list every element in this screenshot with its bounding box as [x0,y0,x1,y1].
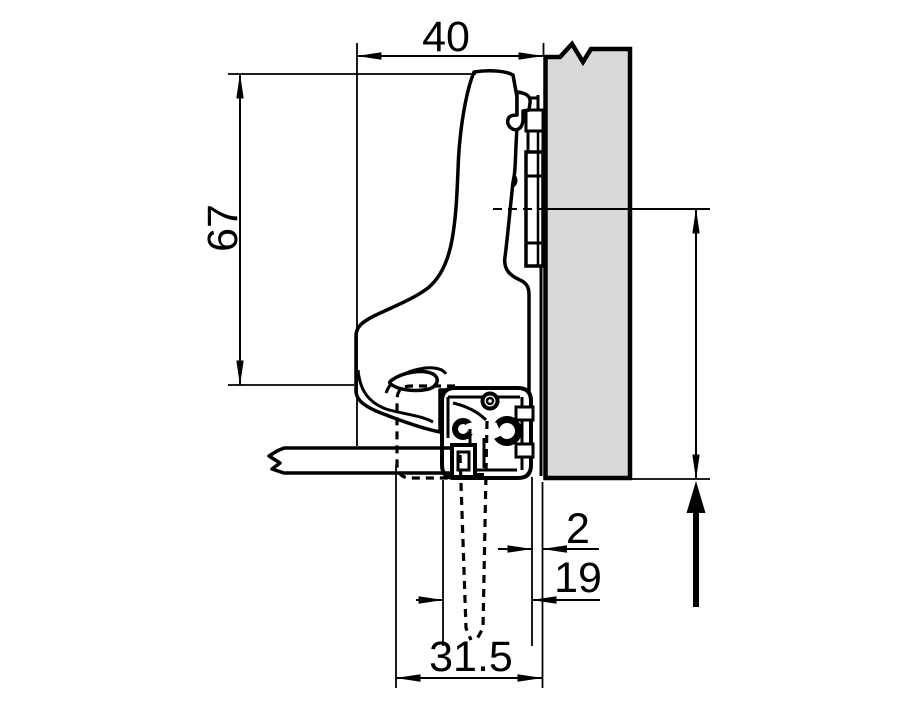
cup-left-wall-restroke [440,448,456,480]
drill-depth-line-left [458,454,473,641]
dimension-overlay-depth: 31.5 [395,465,544,688]
door-profile [267,446,455,475]
cup-pivot-pin-center [485,396,495,406]
panel-body [543,40,633,481]
dimension-19-label: 19 [554,554,602,602]
cup-boss-ring-left-gap [466,421,477,436]
plate-top-tab [524,108,545,133]
vertical-reference-dimension [493,208,710,480]
mounting-plate [518,95,545,476]
door-attachment-slot [456,450,471,472]
dimension-top-width: 40 [356,13,545,446]
dimension-40-label: 40 [422,13,470,61]
drilling-phantom [395,384,489,641]
arm-outline [354,69,531,434]
door-panel [267,443,484,480]
arm-clip-hook [506,90,532,132]
plate-body-steps [526,174,543,245]
dimension-67-label: 67 [199,204,247,252]
cup-boss-phantom-outline [395,384,455,480]
drill-depth-line-right [475,420,489,640]
dimension-door-thickness: 19 [416,480,602,646]
cup-boss-ring-right-gap [487,422,503,439]
arm-elbow-inner-curve [356,369,434,424]
arm-edge-bump [512,173,518,188]
direction-arrow [686,481,706,607]
cup-wall-notch-top [514,405,535,422]
dimension-left-height: 67 [199,73,476,386]
dimension-2-label: 2 [566,505,590,553]
dimension-31-5-label: 31.5 [429,633,513,681]
dimension-gap: 2 [498,477,599,646]
hinge-arm [354,69,532,434]
cabinet-side-panel [543,40,633,481]
plate-neck [526,129,545,154]
cup-wall-notch-bottom [514,442,535,459]
cup-spring-band [452,401,488,422]
direction-arrow-head [686,481,706,513]
